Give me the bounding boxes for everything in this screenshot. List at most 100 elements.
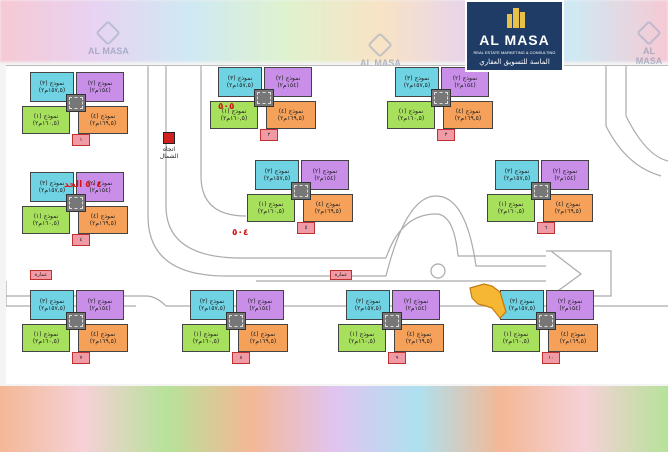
building-number: ٣ (444, 132, 448, 138)
unit-m1: نموذج (١)(١٦٠,٥م٢) (338, 324, 386, 352)
unit-name: نموذج (١) (503, 331, 529, 338)
unit-m2: نموذج (٢)(١٥٤م٢) (76, 72, 124, 102)
unit-area: (١٦٠,٥م٢) (502, 338, 530, 345)
building-number: ٧ (79, 355, 83, 361)
unit-area: (١٥٧,٥م٢) (403, 82, 431, 89)
north-direction-marker: اتجاه الشمال (156, 132, 182, 160)
unit-name: نموذج (٤) (90, 213, 116, 220)
bottom-banner (0, 386, 668, 452)
unit-name: نموذج (٤) (555, 201, 581, 208)
unit-area: (١٦٠,٥م٢) (220, 115, 248, 122)
unit-area: (١٥٧,٥م٢) (198, 305, 226, 312)
unit-m3: نموذج (٣)(١٥٧,٥م٢) (30, 172, 74, 202)
unit-name: نموذج (٢) (403, 298, 429, 305)
stair-core (66, 312, 86, 330)
unit-area: (١٦٠,٥م٢) (32, 120, 60, 127)
unit-name: نموذج (٣) (355, 298, 381, 305)
building-number: ١٠ (548, 355, 554, 361)
building-entrance: ٦ (537, 222, 555, 234)
flag-icon (163, 132, 175, 144)
unit-area: (١٦٩,٥م٢) (249, 338, 277, 345)
building-label: عمارة (34, 272, 48, 278)
unit-m1: نموذج (١)(١٦٠,٥م٢) (22, 206, 70, 234)
unit-name: نموذج (٣) (39, 180, 65, 187)
unit-m4: نموذج (٤)(١٦٩,٥م٢) (78, 206, 128, 234)
stair-core (431, 89, 451, 107)
unit-name: نموذج (٣) (404, 75, 430, 82)
diamond-icon (95, 20, 122, 46)
building-label: عمارة (334, 272, 348, 278)
unit-m4: نموذج (٤)(١٦٩,٥م٢) (303, 194, 353, 222)
building-number: ٨ (239, 355, 243, 361)
building-entrance: عمارة (330, 270, 352, 280)
unit-m4: نموذج (٤)(١٦٩,٥م٢) (78, 324, 128, 352)
unit-name: نموذج (١) (349, 331, 375, 338)
unit-name: نموذج (٤) (560, 331, 586, 338)
stair-core (66, 94, 86, 112)
unit-area: (١٥٤م٢) (89, 187, 111, 194)
unit-name: نموذج (٢) (312, 168, 338, 175)
unit-area: (١٥٧,٥م٢) (263, 175, 291, 182)
unit-area: (١٦٠,٥م٢) (32, 338, 60, 345)
unit-m1: نموذج (١)(١٦٠,٥م٢) (182, 324, 230, 352)
unit-name: نموذج (٣) (509, 298, 535, 305)
unit-area: (١٦٩,٥م٢) (314, 208, 342, 215)
watermark: AL MASA (360, 32, 401, 68)
unit-name: نموذج (٢) (87, 298, 113, 305)
unit-area: (١٥٧,٥م٢) (38, 305, 66, 312)
unit-area: (١٥٤م٢) (405, 305, 427, 312)
diamond-icon (636, 20, 662, 46)
unit-name: نموذج (٣) (39, 80, 65, 87)
handwritten-note: ٥٠٤ (232, 228, 249, 238)
unit-name: نموذج (١) (398, 108, 424, 115)
unit-name: نموذج (٤) (250, 331, 276, 338)
unit-m4: نموذج (٤)(١٦٩,٥م٢) (394, 324, 444, 352)
unit-area: (١٦٠,٥م٢) (257, 208, 285, 215)
unit-name: نموذج (١) (33, 213, 59, 220)
unit-area: (١٦٩,٥م٢) (89, 120, 117, 127)
unit-m2: نموذج (٢)(١٥٤م٢) (236, 290, 284, 320)
unit-area: (١٦٠,٥م٢) (397, 115, 425, 122)
building-entrance: ٤ (72, 234, 90, 246)
unit-name: نموذج (١) (221, 108, 247, 115)
handwritten-note: ٥٠٥ (218, 102, 235, 112)
unit-area: (١٥٧,٥م٢) (226, 82, 254, 89)
unit-m3: نموذج (٣)(١٥٧,٥م٢) (30, 290, 74, 320)
unit-m4: نموذج (٤)(١٦٩,٥م٢) (78, 106, 128, 134)
unit-name: نموذج (١) (193, 331, 219, 338)
unit-m1: نموذج (١)(١٦٠,٥م٢) (487, 194, 535, 222)
unit-m1: نموذج (١)(١٦٠,٥م٢) (210, 101, 258, 129)
building-number: ٦ (544, 225, 548, 231)
unit-area: (١٥٤م٢) (249, 305, 271, 312)
unit-m1: نموذج (١)(١٦٠,٥م٢) (22, 324, 70, 352)
unit-m4: نموذج (٤)(١٦٩,٥م٢) (443, 101, 493, 129)
handwritten-note: ٥٠٤ الحد (64, 180, 102, 190)
unit-area: (١٦٩,٥م٢) (277, 115, 305, 122)
building-entrance: عمارة (30, 270, 52, 280)
unit-area: (١٥٤م٢) (559, 305, 581, 312)
building-entrance: ١٠ (542, 352, 560, 364)
building-entrance: ٥ (297, 222, 315, 234)
unit-name: نموذج (٢) (87, 80, 113, 87)
unit-name: نموذج (١) (258, 201, 284, 208)
unit-name: نموذج (٤) (90, 113, 116, 120)
building-entrance: ٨ (232, 352, 250, 364)
unit-name: نموذج (٢) (247, 298, 273, 305)
stair-core (382, 312, 402, 330)
building-entrance: ٣ (437, 129, 455, 141)
north-label: اتجاه الشمال (159, 146, 179, 160)
unit-area: (١٦٩,٥م٢) (559, 338, 587, 345)
unit-name: نموذج (٢) (87, 180, 113, 187)
unit-name: نموذج (٤) (455, 108, 481, 115)
unit-name: نموذج (١) (33, 113, 59, 120)
unit-name: نموذج (٤) (278, 108, 304, 115)
building-entrance: ٢ (260, 129, 278, 141)
diamond-icon (367, 32, 394, 58)
unit-name: نموذج (٢) (557, 298, 583, 305)
watermark-text: AL MASA (88, 46, 129, 56)
stair-core (226, 312, 246, 330)
stair-core (531, 182, 551, 200)
building-number: ٤ (79, 237, 83, 243)
unit-area: (١٦٠,٥م٢) (497, 208, 525, 215)
